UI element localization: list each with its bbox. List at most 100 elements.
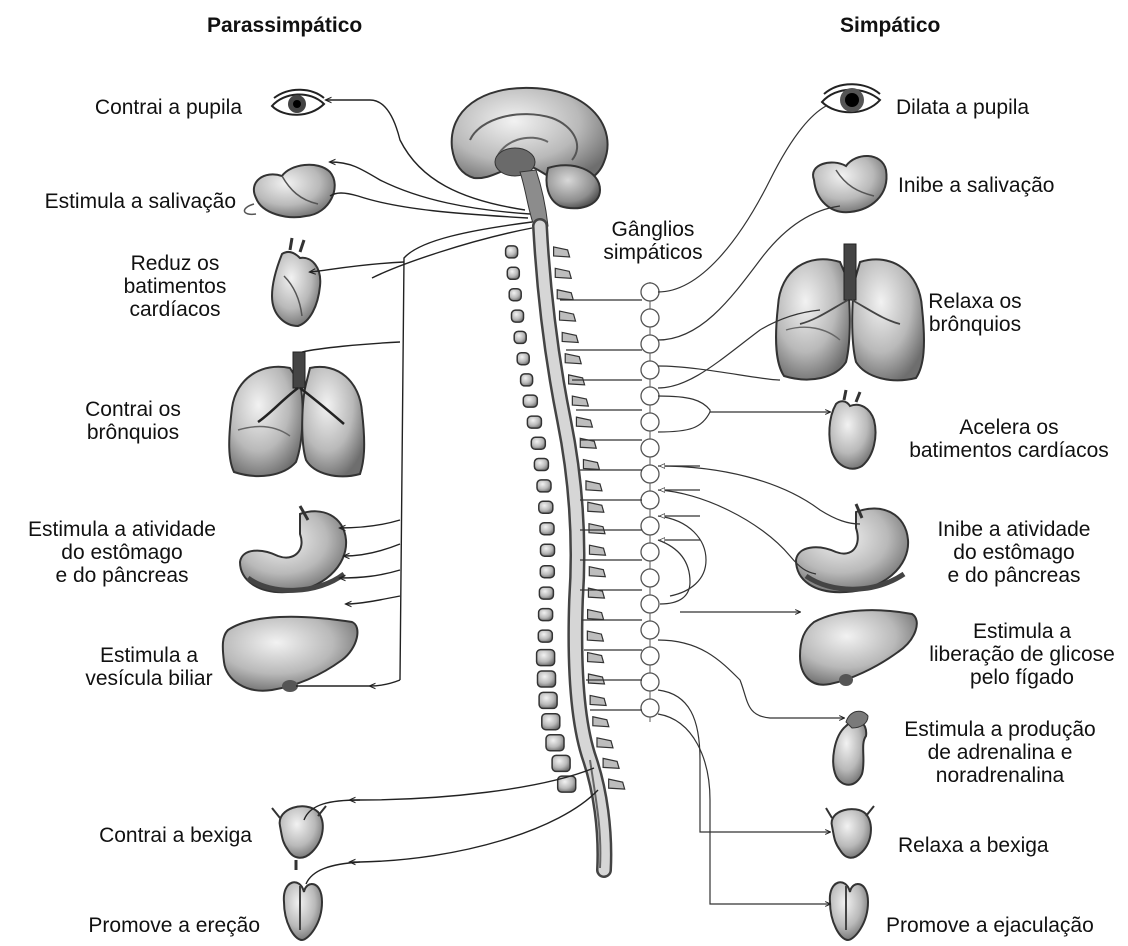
vertebra-process (593, 717, 609, 727)
vertebra-body (537, 650, 555, 666)
sympathetic-eye-icon (822, 84, 880, 112)
vertebra-body (534, 459, 548, 471)
sympathetic-ganglion (641, 595, 659, 613)
sympathetic-ganglion (641, 361, 659, 379)
sympathetic-ganglion (641, 413, 659, 431)
vertebra-process (565, 354, 581, 364)
sympathetic-label-liver: Estimula a liberação de glicose pelo fíg… (916, 620, 1128, 689)
parasympathetic-label-salivation: Estimula a salivação (0, 190, 236, 213)
vertebra-process (572, 396, 588, 406)
vertebra-body (552, 755, 570, 771)
parasympathetic-label-bronchi: Contrai os brônquios (68, 398, 198, 444)
vertebra-body (521, 374, 533, 386)
vertebra-body (507, 267, 519, 279)
vertebra-process (588, 610, 604, 620)
vertebra-process (588, 674, 604, 684)
parasympathetic-label-heart: Reduz os batimentos cardíacos (100, 252, 250, 321)
parasympathetic-label-erection: Promove a ereção (20, 914, 260, 937)
vertebra-body (538, 671, 556, 687)
vertebra-process (560, 311, 576, 321)
sympathetic-label-pupil: Dilata a pupila (896, 96, 1116, 119)
sympathetic-bladder-icon (826, 806, 874, 858)
vertebra-body (517, 353, 529, 365)
sympathetic-ganglion (641, 673, 659, 691)
vertebra-process (588, 653, 604, 663)
sympathetic-label-stomach: Inibe a atividade do estômago e do pâncr… (922, 518, 1106, 587)
vertebra-process (587, 631, 603, 641)
vertebra-body (539, 501, 553, 513)
parasympathetic-heading: Parassimpático (207, 14, 362, 38)
vertebra-body (531, 437, 545, 449)
vertebra-process (586, 481, 602, 491)
sympathetic-lungs-icon (776, 244, 924, 380)
vertebra-process (589, 567, 605, 577)
vertebra-process (576, 417, 592, 427)
sympathetic-genitals-icon (830, 882, 868, 940)
brain-icon (452, 88, 608, 226)
vertebra-body (506, 246, 518, 258)
sympathetic-ganglia-label: Gânglios simpáticos (588, 218, 718, 264)
vertebra-body (539, 587, 553, 599)
parasympathetic-bladder-icon (272, 806, 326, 870)
sympathetic-label-ejaculation: Promove a ejaculação (886, 914, 1124, 937)
sympathetic-ganglion (641, 465, 659, 483)
sympathetic-salivary-gland-icon (813, 156, 886, 212)
vertebra-body (527, 416, 541, 428)
vertebra-body (539, 692, 557, 708)
sympathetic-stomach-icon (796, 504, 908, 592)
vertebra-body (540, 566, 554, 578)
vertebra-process (589, 524, 605, 534)
sympathetic-label-bladder: Relaxa a bexiga (898, 834, 1098, 857)
sympathetic-label-heart: Acelera os batimentos cardíacos (894, 416, 1124, 462)
vertebra-process (562, 332, 578, 342)
parasympathetic-eye-icon (272, 90, 324, 115)
vertebra-process (609, 779, 625, 789)
sympathetic-ganglia-chain (641, 282, 659, 722)
vertebra-process (590, 695, 606, 705)
vertebra-body (541, 544, 555, 556)
sympathetic-heading: Simpático (840, 14, 940, 38)
vertebra-process (588, 502, 604, 512)
vertebra-body (538, 630, 552, 642)
parasympathetic-genitals-icon (284, 882, 322, 940)
sympathetic-ganglion (641, 621, 659, 639)
sympathetic-ganglion (641, 335, 659, 353)
parasympathetic-stomach-icon (240, 506, 346, 592)
vertebra-body (523, 395, 537, 407)
vertebra-body (514, 331, 526, 343)
sympathetic-ganglion (641, 699, 659, 717)
vertebra-body (546, 735, 564, 751)
parasympathetic-label-stomach: Estimula a atividade do estômago e do pâ… (0, 518, 244, 587)
sympathetic-heart-icon (829, 390, 875, 469)
parasympathetic-heart-icon (272, 238, 320, 326)
vertebra-body (512, 310, 524, 322)
vertebra-process (554, 247, 570, 257)
vertebra-process (557, 290, 573, 300)
vertebra-body (509, 289, 521, 301)
sympathetic-ganglion (641, 491, 659, 509)
parasympathetic-label-pupil: Contrai a pupila (20, 96, 242, 119)
sympathetic-ganglion (641, 543, 659, 561)
sympathetic-ganglion (641, 309, 659, 327)
parasympathetic-salivary-gland-icon (244, 165, 334, 217)
vertebra-body (539, 609, 553, 621)
sympathetic-ganglion (641, 439, 659, 457)
vertebra-body (537, 480, 551, 492)
sympathetic-ganglion (641, 283, 659, 301)
sympathetic-adrenal-gland-icon (833, 711, 868, 785)
vertebra-process (603, 758, 619, 768)
sympathetic-label-adrenal: Estimula a produção de adrenalina e nora… (882, 718, 1118, 787)
vertebra-body (540, 523, 554, 535)
parasympathetic-liver-icon (223, 617, 358, 692)
sympathetic-liver-icon (800, 610, 917, 686)
sympathetic-ganglion (641, 647, 659, 665)
sympathetic-ganglion (641, 387, 659, 405)
sympathetic-label-bronchi: Relaxa os brônquios (920, 290, 1030, 336)
vertebra-process (555, 268, 571, 278)
parasympathetic-lungs-icon (229, 352, 364, 476)
vertebra-process (597, 738, 613, 748)
parasympathetic-label-bladder: Contrai a bexiga (20, 824, 252, 847)
vertebra-body (542, 714, 560, 730)
